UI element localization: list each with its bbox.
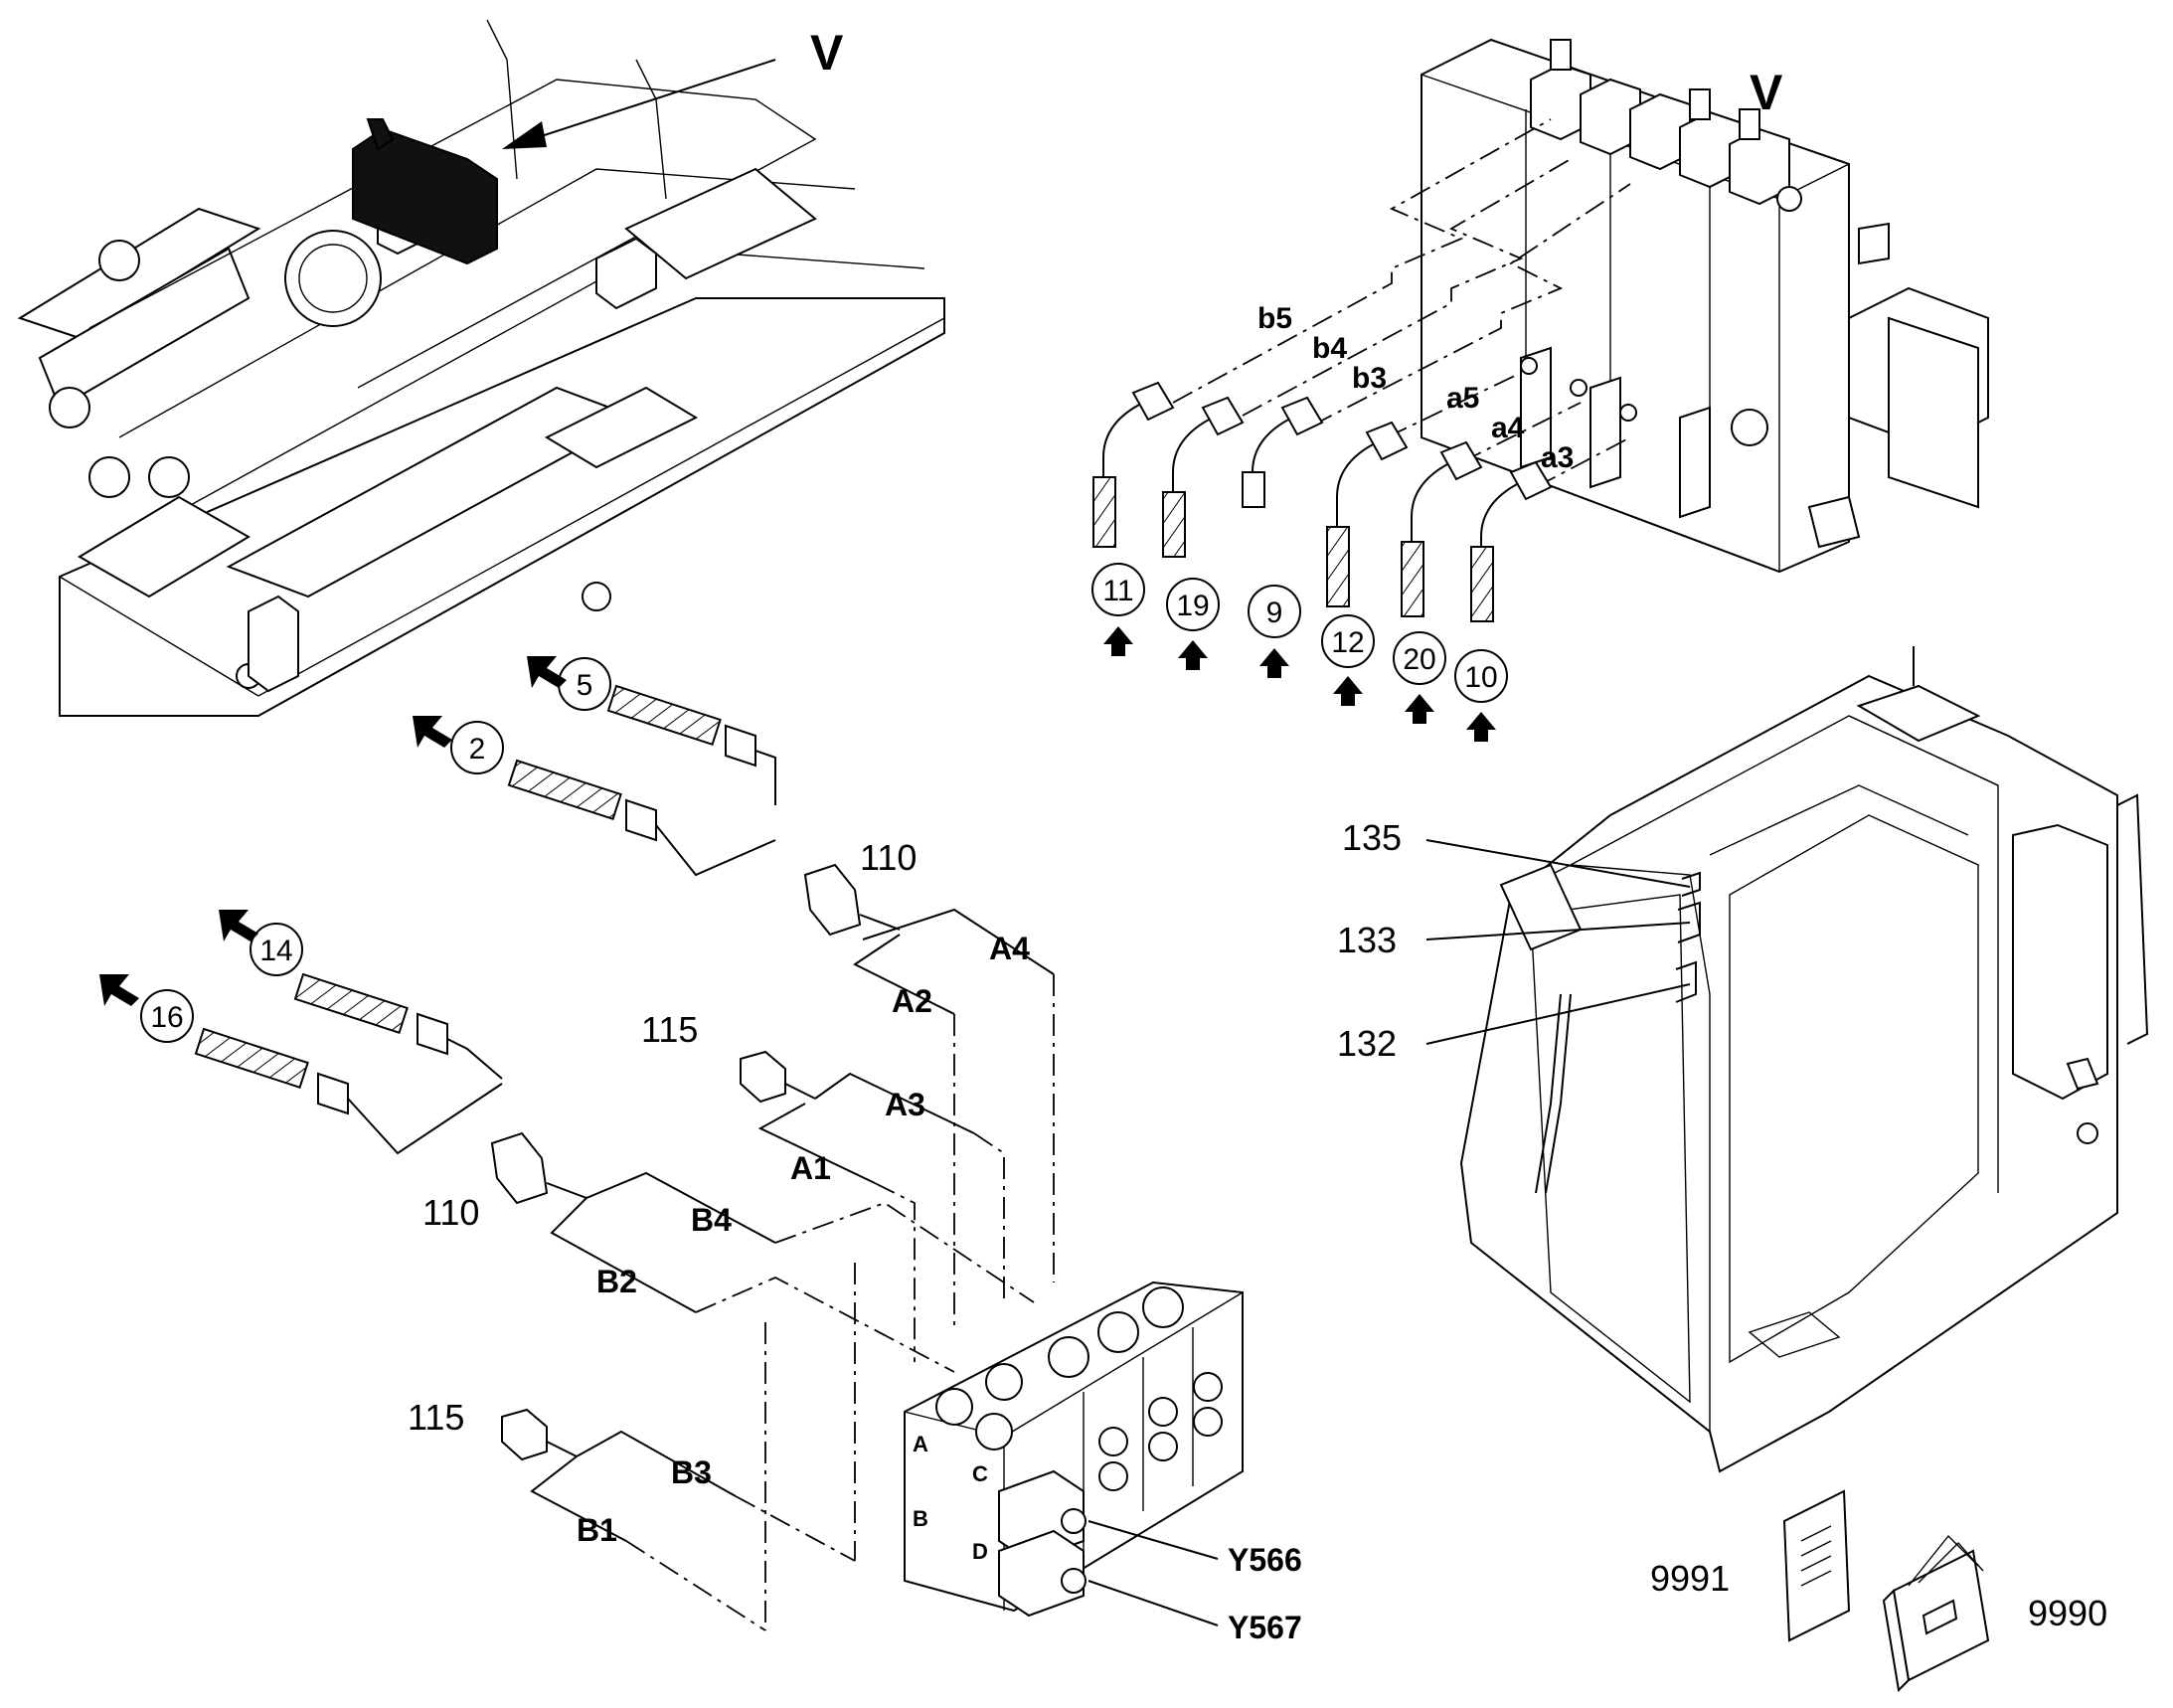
- port-label-a5: a5: [1446, 382, 1479, 415]
- callout-20: 20: [1393, 631, 1446, 724]
- port-label-A3: A3: [885, 1087, 925, 1122]
- flow-arrow-icon: [1333, 676, 1363, 706]
- port-label-b5: b5: [1257, 302, 1292, 335]
- callout-19: 19: [1166, 578, 1220, 670]
- port-label-A4: A4: [989, 931, 1030, 966]
- hose-assembly-5: 5: [527, 656, 776, 805]
- upperstructure-frame: [17, 19, 945, 717]
- solenoid-label-Y566: Y566: [1228, 1542, 1302, 1578]
- direction-arrow-icon: [99, 974, 139, 1006]
- port-label-A1: A1: [790, 1150, 831, 1186]
- solenoid-leaders: [1087, 1520, 1219, 1626]
- plug-115-lower: [501, 1408, 578, 1461]
- hose-assembly-2: 2: [413, 716, 776, 877]
- callout-5-text: 5: [577, 669, 593, 702]
- control-valve-location: [352, 118, 498, 265]
- callout-10-text: 10: [1464, 661, 1497, 694]
- port-label-B4: B4: [691, 1202, 732, 1238]
- callout-12-text: 12: [1331, 626, 1364, 659]
- decal-markers: [1425, 839, 1701, 1045]
- callout-9-text: 9: [1266, 597, 1283, 629]
- port-label-b4: b4: [1312, 332, 1347, 365]
- fitting-110-lower: [490, 1131, 587, 1205]
- doc-label-9991: 9991: [1650, 1558, 1730, 1599]
- port-label-B1: B1: [577, 1512, 617, 1548]
- direction-arrow-icon: [219, 910, 258, 941]
- sheet-icon: [1782, 1489, 1851, 1642]
- hose-assembly-16: 16: [99, 974, 503, 1155]
- view-v-arrow-frame: [502, 59, 776, 149]
- block-letter-D: D: [972, 1539, 988, 1564]
- port-label-A2: A2: [892, 983, 932, 1019]
- callout-14-text: 14: [259, 935, 292, 967]
- callout-10: 10: [1454, 649, 1508, 742]
- valve-port-leaders: [1172, 118, 1631, 488]
- hose-12: [1326, 421, 1409, 607]
- callout-20-text: 20: [1403, 643, 1435, 676]
- doc-label-9990: 9990: [2028, 1593, 2107, 1633]
- decal-label-132: 132: [1337, 1023, 1397, 1064]
- block-port-leaders: [530, 908, 1055, 1631]
- label-115-lower: 115: [408, 1397, 464, 1438]
- label-110-lower: 110: [422, 1192, 479, 1233]
- solenoid-label-Y567: Y567: [1228, 1610, 1302, 1645]
- manual-icon: [1882, 1534, 1990, 1693]
- decal-label-135: 135: [1342, 817, 1402, 858]
- port-label-a3: a3: [1541, 441, 1574, 474]
- port-label-a4: a4: [1491, 412, 1525, 444]
- main-control-valve: [1421, 38, 1989, 574]
- solenoid-valve-block: [904, 1281, 1244, 1618]
- block-letter-A: A: [913, 1432, 928, 1456]
- flow-arrow-icon: [1405, 694, 1434, 724]
- hose-10: [1470, 460, 1553, 622]
- decal-label-133: 133: [1337, 920, 1397, 960]
- block-letter-B: B: [913, 1506, 928, 1531]
- valve-hose-set: [1092, 381, 1553, 622]
- hose-11: [1092, 381, 1175, 548]
- flow-arrow-icon: [1103, 626, 1133, 656]
- hose-20: [1401, 440, 1483, 617]
- direction-arrow-icon: [527, 656, 567, 688]
- fitting-110-upper: [803, 863, 901, 937]
- callout-19-text: 19: [1176, 590, 1209, 622]
- hose-9: [1242, 396, 1324, 508]
- flow-arrow-icon: [1259, 648, 1289, 678]
- callout-2-text: 2: [469, 733, 486, 766]
- callout-9: 9: [1248, 585, 1301, 678]
- callout-16-text: 16: [150, 1001, 183, 1034]
- port-label-B3: B3: [671, 1454, 712, 1490]
- port-label-b3: b3: [1352, 362, 1387, 395]
- plug-115-upper: [740, 1050, 816, 1104]
- flow-arrow-icon: [1178, 640, 1208, 670]
- label-110-upper: 110: [860, 837, 917, 878]
- hose-19: [1162, 396, 1245, 558]
- block-letter-C: C: [972, 1461, 988, 1486]
- callout-11: 11: [1091, 563, 1145, 656]
- callout-11-text: 11: [1102, 575, 1133, 607]
- callout-12: 12: [1321, 614, 1375, 706]
- hose-assembly-14: 14: [219, 910, 503, 1080]
- operator-cab: [1459, 646, 2149, 1473]
- view-label-valve: V: [1750, 65, 1783, 120]
- view-label-frame: V: [810, 25, 844, 81]
- flow-arrow-icon: [1466, 712, 1496, 742]
- direction-arrow-icon: [413, 716, 452, 748]
- port-label-B2: B2: [596, 1264, 637, 1299]
- label-115-upper: 115: [641, 1009, 698, 1050]
